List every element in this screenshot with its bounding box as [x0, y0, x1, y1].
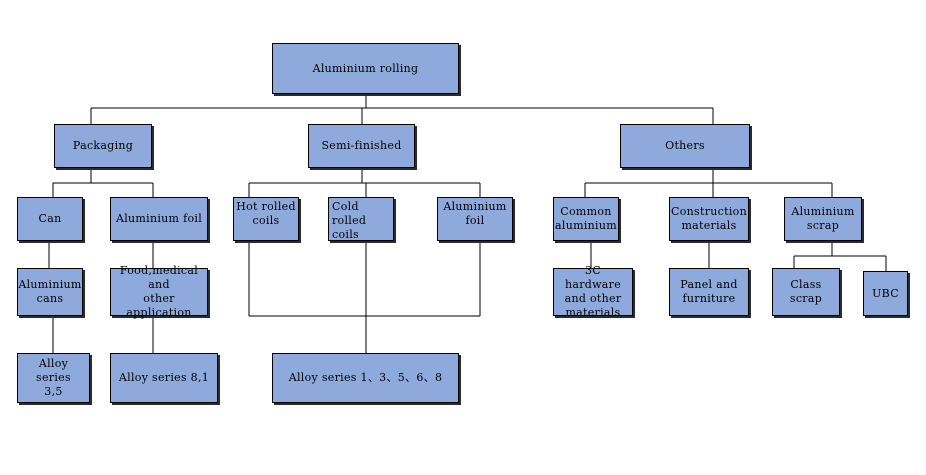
node-common-aluminium: Common aluminium	[553, 197, 619, 241]
node-semi-finished: Semi-finished	[308, 124, 415, 168]
node-construction-materials: Construction materials	[669, 197, 749, 241]
node-cold-rolled-coils: Cold rolled coils	[328, 197, 394, 241]
node-aluminium-cans: Aluminium cans	[17, 268, 83, 316]
node-3c-hardware: 3C hardware and other materials	[553, 264, 633, 319]
node-ubc: UBC	[863, 271, 908, 316]
node-packaging: Packaging	[54, 124, 152, 168]
node-hot-rolled-coils: Hot rolled coils	[233, 197, 299, 241]
node-alloy-series-1-3-5-6-8: Alloy series 1、3、5、6、8	[272, 353, 459, 403]
node-alloy-series-8-1: Alloy series 8,1	[110, 353, 218, 403]
node-aluminium-rolling: Aluminium rolling	[272, 43, 459, 94]
node-aluminium-foil-semi: Aluminium foil	[437, 197, 513, 241]
node-panel-furniture: Panel and furniture	[669, 268, 749, 316]
node-food-medical: Food,medical and other application	[110, 264, 208, 319]
node-alloy-series-3-5: Alloy series 3,5	[17, 353, 90, 403]
node-aluminium-foil-packaging: Aluminium foil	[110, 197, 208, 241]
node-can: Can	[17, 197, 83, 241]
node-others: Others	[620, 124, 750, 168]
node-aluminium-scrap: Aluminium scrap	[784, 197, 862, 241]
node-class-scrap: Class scrap	[772, 268, 840, 316]
